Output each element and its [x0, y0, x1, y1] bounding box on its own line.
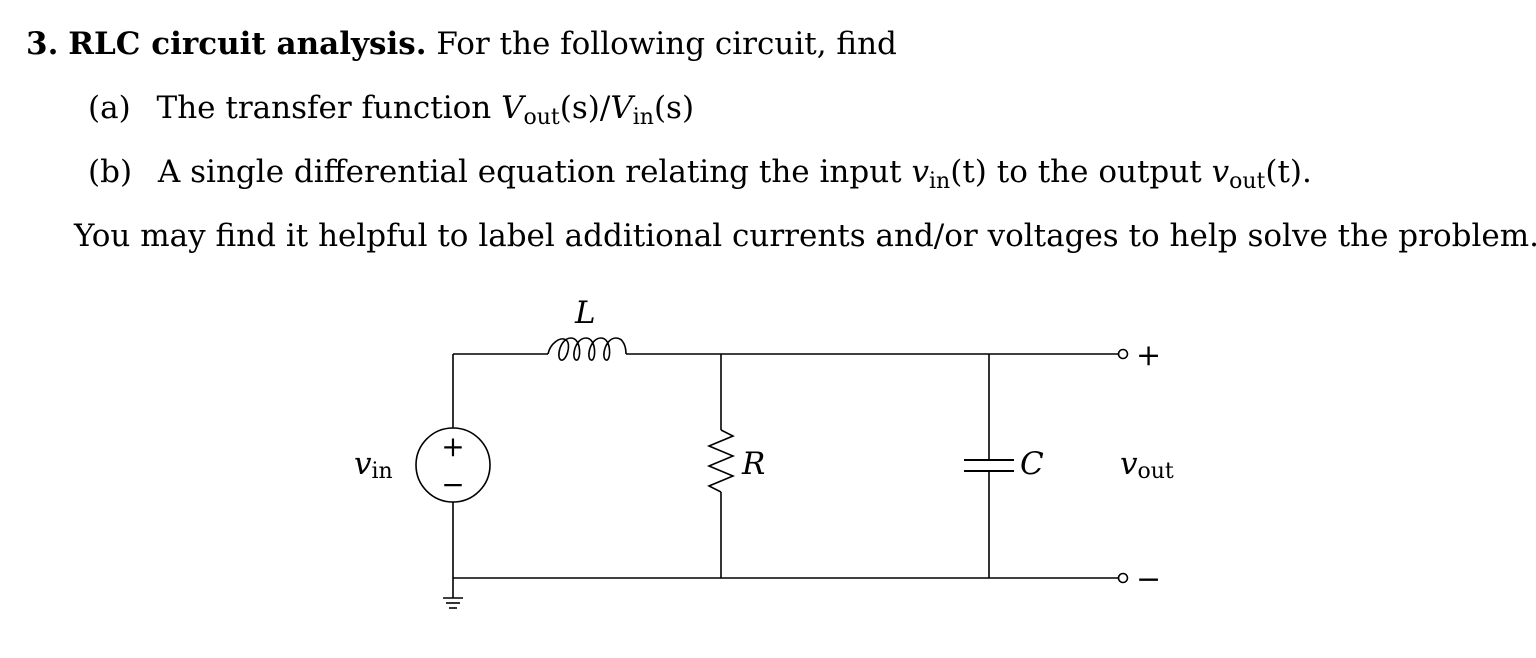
problem-title: RLC circuit analysis. [68, 26, 427, 62]
output-plus-sign: + [1136, 338, 1161, 373]
expr-mid: (s)/ [559, 90, 611, 126]
part-b: (b) A single differential equation relat… [88, 154, 1312, 193]
part-a: (a) The transfer function Vout(s)/Vin(s) [88, 90, 695, 129]
inductor-symbol [547, 337, 627, 361]
transfer-function-expr: Vout(s)/Vin(s) [501, 90, 695, 129]
vin-t-subscript: in [929, 169, 951, 194]
resistor-label: R [741, 446, 765, 482]
output-label-symbol: v [1120, 446, 1138, 482]
vin-subscript: in [632, 105, 654, 130]
vin-t-arg: (t) [950, 154, 987, 190]
output-terminal-bottom [1117, 572, 1129, 584]
part-b-end: . [1302, 154, 1312, 190]
vout-subscript: out [523, 105, 560, 130]
source-minus-sign: − [441, 468, 464, 501]
capacitor-label: C [1020, 446, 1044, 482]
vout-symbol: V [501, 90, 524, 126]
part-a-label: (a) [88, 90, 131, 126]
problem-hint: You may find it helpful to label additio… [74, 218, 1536, 254]
part-b-text: A single differential equation relating … [157, 154, 902, 190]
vout-t-symbol: v [1211, 154, 1230, 190]
source-label-subscript: in [372, 459, 393, 484]
source-plus-sign: + [441, 430, 464, 463]
output-label-subscript: out [1138, 459, 1174, 484]
output-terminal-top [1117, 348, 1129, 360]
output-label: vout [1120, 446, 1174, 484]
source-label: vin [354, 446, 393, 484]
output-minus-sign: − [1136, 562, 1161, 597]
problem-number: 3. [26, 26, 59, 62]
input-signal: vin(t) [911, 154, 987, 193]
vin-symbol: V [610, 90, 633, 126]
inductor-label: L [574, 295, 596, 331]
part-b-label: (b) [88, 154, 133, 190]
source-label-symbol: v [354, 446, 372, 482]
output-signal: vout(t) [1211, 154, 1302, 193]
part-b-middle: to the output [996, 154, 1202, 190]
resistor-symbol [706, 429, 736, 493]
vin-t-symbol: v [911, 154, 930, 190]
part-a-text: The transfer function [156, 90, 492, 126]
expr-end: (s) [653, 90, 695, 126]
vout-t-arg: (t) [1265, 154, 1302, 190]
vout-t-subscript: out [1229, 169, 1266, 194]
problem-prompt: For the following circuit, find [436, 26, 897, 62]
problem-heading: 3. RLC circuit analysis. For the followi… [26, 26, 897, 62]
